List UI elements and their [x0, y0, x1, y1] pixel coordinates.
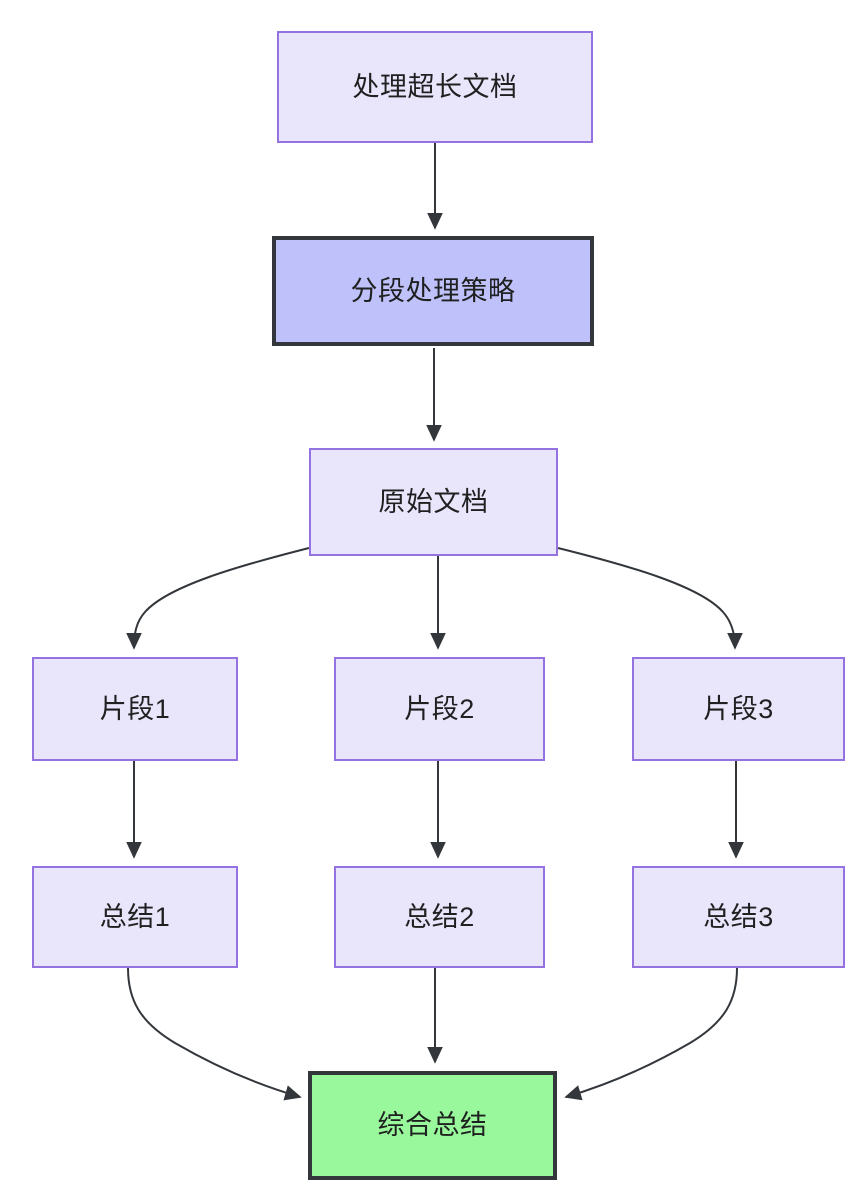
node-label: 总结3: [703, 901, 774, 932]
node-label: 片段3: [703, 693, 774, 724]
node-label: 原始文档: [378, 486, 489, 517]
node-summary-1[interactable]: 总结1: [32, 866, 238, 968]
edge-sum3-to-final: [564, 967, 738, 1101]
node-label: 分段处理策略: [350, 275, 516, 306]
edge-source-to-chunk1: [126, 547, 310, 650]
node-chunk-1[interactable]: 片段1: [32, 657, 238, 761]
node-chunk-3[interactable]: 片段3: [632, 657, 845, 761]
node-label: 总结1: [99, 901, 171, 932]
node-label: 总结2: [404, 901, 475, 932]
edge-sum1-to-final: [127, 967, 302, 1101]
node-chunk-2[interactable]: 片段2: [334, 657, 545, 761]
node-source-document[interactable]: 原始文档: [309, 448, 558, 556]
node-chunking-strategy[interactable]: 分段处理策略: [272, 236, 594, 346]
node-process-long-document[interactable]: 处理超长文档: [277, 31, 593, 143]
edge-source-to-chunk3: [557, 547, 743, 650]
node-label: 片段2: [404, 693, 475, 724]
node-label: 综合总结: [377, 1110, 488, 1141]
node-summary-3[interactable]: 总结3: [632, 866, 845, 968]
node-label: 片段1: [99, 693, 171, 724]
node-label: 处理超长文档: [352, 71, 518, 102]
node-combined-summary[interactable]: 综合总结: [308, 1071, 557, 1180]
node-summary-2[interactable]: 总结2: [334, 866, 545, 968]
